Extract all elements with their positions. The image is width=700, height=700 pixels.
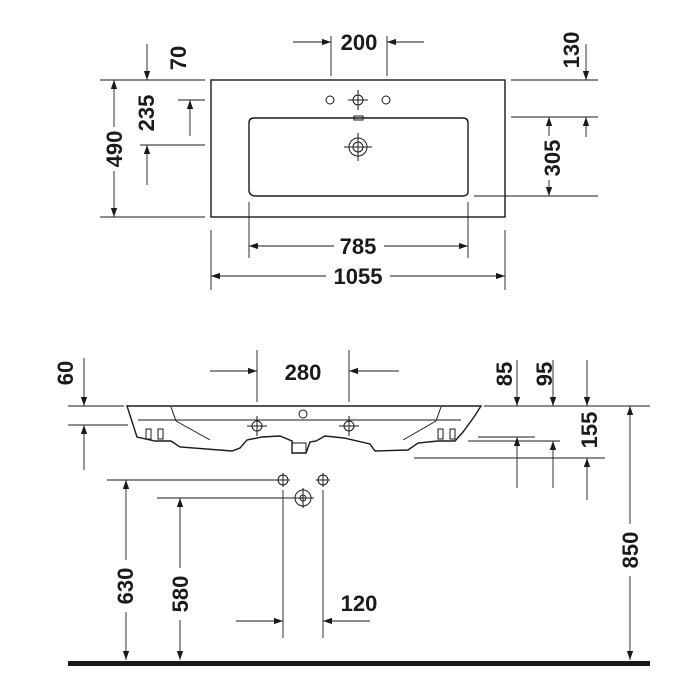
dim-rim-height: 850 xyxy=(618,532,643,569)
dim-supply-spacing: 120 xyxy=(341,591,378,616)
dim-bowl-width: 785 xyxy=(340,234,377,259)
dim-hole-spacing: 280 xyxy=(285,360,322,385)
dim-waste-height: 630 xyxy=(113,568,138,605)
dim-right-rim-a: 85 xyxy=(492,362,517,386)
tap-hole-left xyxy=(325,95,335,105)
dim-bowl-depth: 305 xyxy=(540,140,565,177)
drain xyxy=(344,133,372,161)
dim-total-width: 1055 xyxy=(334,264,383,289)
tap-hole-right xyxy=(381,95,391,105)
dim-basin-height: 155 xyxy=(577,412,602,449)
basin-outline xyxy=(210,79,506,218)
dim-rim-thickness: 60 xyxy=(53,361,78,385)
dim-rim-to-taps: 70 xyxy=(166,46,191,70)
dim-taps-to-bowl: 235 xyxy=(134,95,159,132)
side-view: 280 60 85 95 155 850 630 580 xyxy=(53,350,650,666)
dim-total-depth: 490 xyxy=(102,131,127,168)
dim-supply-height: 580 xyxy=(168,576,193,613)
dim-side-rim-to-bowl: 130 xyxy=(559,32,584,69)
dim-tap-spacing: 200 xyxy=(341,30,378,55)
basin-profile xyxy=(126,405,483,454)
bowl-outline xyxy=(248,117,469,197)
dim-right-rim-b: 95 xyxy=(532,362,557,386)
top-view: 200 70 235 490 130 305 785 xyxy=(100,30,598,290)
tap-holes xyxy=(325,90,391,110)
connection-points xyxy=(276,473,330,508)
floor-line xyxy=(68,661,650,666)
overflow-slot xyxy=(353,115,364,121)
